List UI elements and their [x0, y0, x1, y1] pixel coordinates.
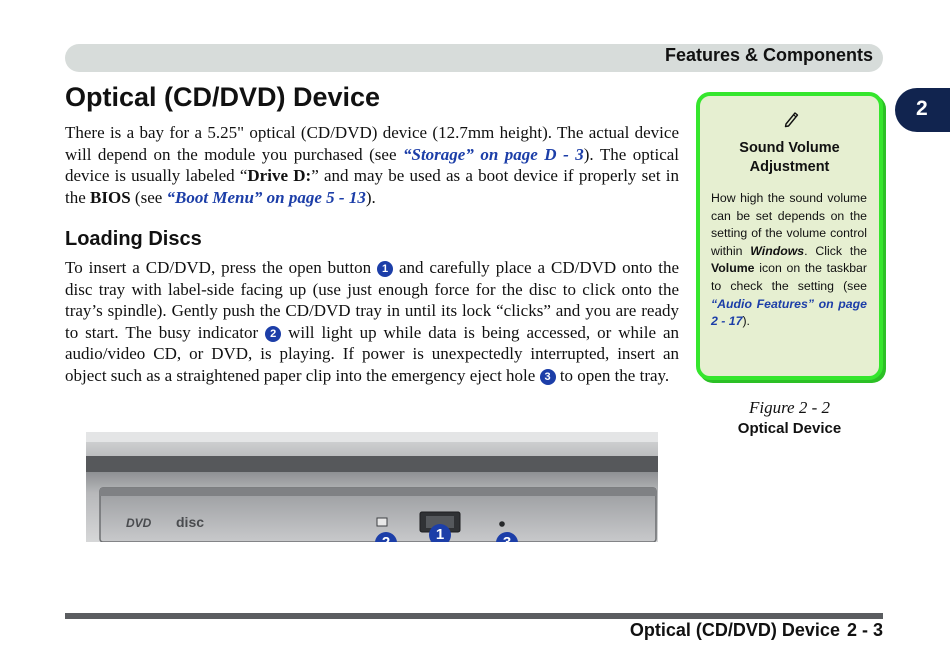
intro-text: (see: [130, 187, 167, 207]
loading-text: will light up while data is being access…: [65, 322, 679, 385]
page-number: 2 - 3: [846, 620, 883, 640]
callout-1-marker: 1: [377, 261, 394, 277]
storage-link[interactable]: “Storage” on page D - 3: [403, 144, 584, 164]
footer-title: Optical (CD/DVD) Device: [629, 620, 840, 640]
sidebar-text: ).: [742, 314, 750, 329]
footer-rule: [65, 613, 883, 619]
sidebar-title: Sound Volume Adjustment: [739, 140, 840, 175]
chapter-number: 2: [916, 97, 928, 120]
intro-paragraph: There is a bay for a 5.25" optical (CD/D…: [65, 122, 679, 208]
optical-device-drawing: DVD disc: [86, 432, 658, 542]
header-bar: [65, 44, 883, 72]
loading-text: and carefully place a CD/DVD onto the di…: [65, 258, 679, 342]
dvd-logo: DVD: [126, 516, 152, 530]
intro-text: ).: [365, 187, 376, 207]
drive-label: Drive D:: [247, 166, 312, 186]
boot-menu-link[interactable]: “Boot Menu” on page 5 - 13: [166, 187, 366, 207]
intro-text: There is a bay for a 5.25" optical (CD/D…: [65, 123, 679, 164]
loading-paragraph: To insert a CD/DVD, press the open butto…: [65, 257, 679, 387]
optical-device-photo: DVD disc 2 1 3: [86, 432, 658, 542]
page-title: Optical (CD/DVD) Device: [65, 82, 381, 112]
windows-label: Windows: [750, 243, 805, 258]
pencil-icon: [782, 110, 800, 133]
callout-2-marker: 2: [265, 325, 282, 342]
figure-caption: Figure 2 - 2: [748, 398, 831, 417]
callout-2: 2: [375, 532, 397, 542]
loading-discs-heading: Loading Discs: [65, 228, 202, 250]
page-footer: Optical (CD/DVD) Device 2 - 3: [630, 620, 883, 641]
callout-3-marker: 3: [539, 368, 556, 385]
intro-text: ” and may be used as a boot device if pr…: [65, 166, 680, 207]
bios-label: BIOS: [90, 187, 131, 207]
busy-indicator: [376, 517, 388, 527]
loading-text: to open the tray.: [555, 365, 670, 385]
intro-text: ). The optical device is usually labeled…: [65, 144, 680, 186]
disc-logo: disc: [176, 514, 204, 530]
callout-3: 3: [496, 532, 518, 542]
emergency-eject-hole: [499, 521, 505, 527]
sidebar-body: How high the sound volume can be set dep…: [711, 190, 867, 331]
sidebar-text: . Click the: [804, 243, 867, 258]
volume-label: Volume: [711, 261, 755, 276]
section-header: Features & Components: [664, 45, 873, 65]
loading-text: To insert a CD/DVD, press the open butto…: [65, 258, 378, 277]
sidebar-note: Sound Volume Adjustment How high the sou…: [696, 92, 883, 380]
sidebar-text: How high the sound volume can be set dep…: [711, 191, 867, 258]
callout-1: 1: [429, 524, 451, 542]
figure-title: Optical Device: [737, 420, 842, 437]
sidebar-text: icon on the taskbar to check the setting…: [711, 261, 867, 293]
chapter-tab[interactable]: 2: [895, 88, 950, 132]
audio-features-link[interactable]: “Audio Features” on page 2 - 17: [711, 296, 867, 329]
